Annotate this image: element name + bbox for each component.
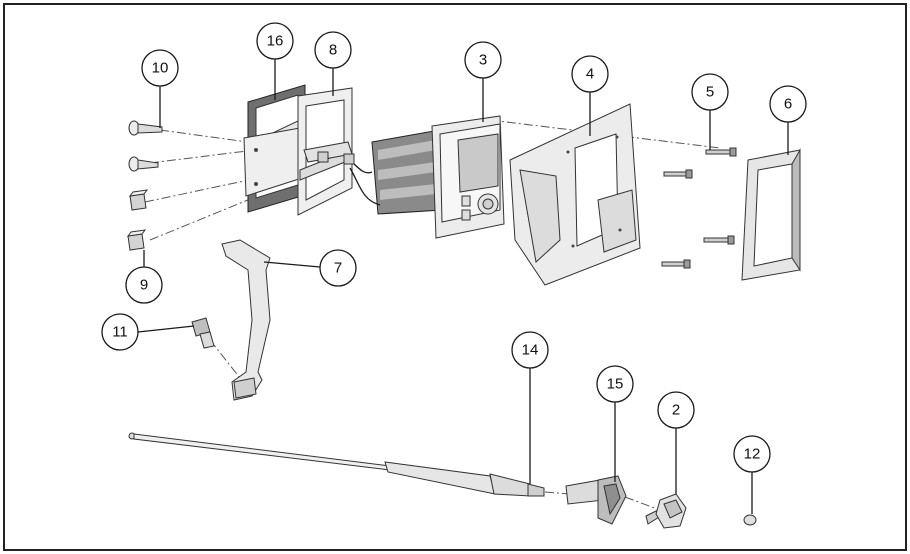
alignment-lines [144, 119, 721, 511]
part-12-cap [743, 514, 757, 526]
callout-5: 5 [691, 73, 729, 111]
callout-9: 9 [125, 266, 163, 304]
callout-8: 8 [314, 31, 352, 69]
part-5-screws [661, 147, 737, 269]
callout-label: 8 [329, 42, 337, 59]
callout-15: 15 [596, 365, 634, 403]
part-11-bolt [191, 317, 215, 349]
callout-6: 6 [769, 85, 807, 123]
callout-3: 3 [464, 41, 502, 79]
callout-16: 16 [256, 22, 294, 60]
callout-label: 16 [267, 33, 284, 50]
callout-label: 2 [672, 402, 680, 419]
callout-14: 14 [511, 331, 549, 369]
part-10-push-pins [128, 120, 163, 172]
part-9-clips [126, 189, 149, 251]
part-3-display-unit [343, 115, 505, 239]
part-16-gasket [243, 84, 306, 213]
callout-label: 7 [334, 260, 342, 277]
part-4-bezel-plate [509, 103, 641, 286]
callout-10: 10 [141, 49, 179, 87]
callout-label: 11 [112, 324, 128, 341]
part-14-antenna [128, 432, 545, 497]
callout-12: 12 [733, 435, 771, 473]
callout-label: 5 [706, 84, 714, 101]
part-2-knob [645, 493, 687, 529]
callout-label: 14 [522, 342, 539, 359]
callout-label: 12 [744, 446, 761, 463]
callout-label: 6 [784, 96, 792, 113]
callout-label: 3 [479, 52, 487, 69]
callout-4: 4 [571, 55, 609, 93]
callout-2: 2 [657, 391, 695, 429]
callout-label: 15 [607, 376, 624, 393]
callout-11: 11 [101, 313, 139, 351]
callout-7: 7 [319, 249, 357, 287]
callout-label: 10 [152, 60, 169, 77]
part-8-mounting-frame [297, 87, 353, 216]
part-15-antenna-base [565, 475, 627, 525]
callout-label: 9 [140, 277, 148, 294]
callout-label: 4 [586, 66, 594, 83]
leader-lines [137, 59, 789, 514]
part-6-trim-ring [741, 148, 801, 281]
